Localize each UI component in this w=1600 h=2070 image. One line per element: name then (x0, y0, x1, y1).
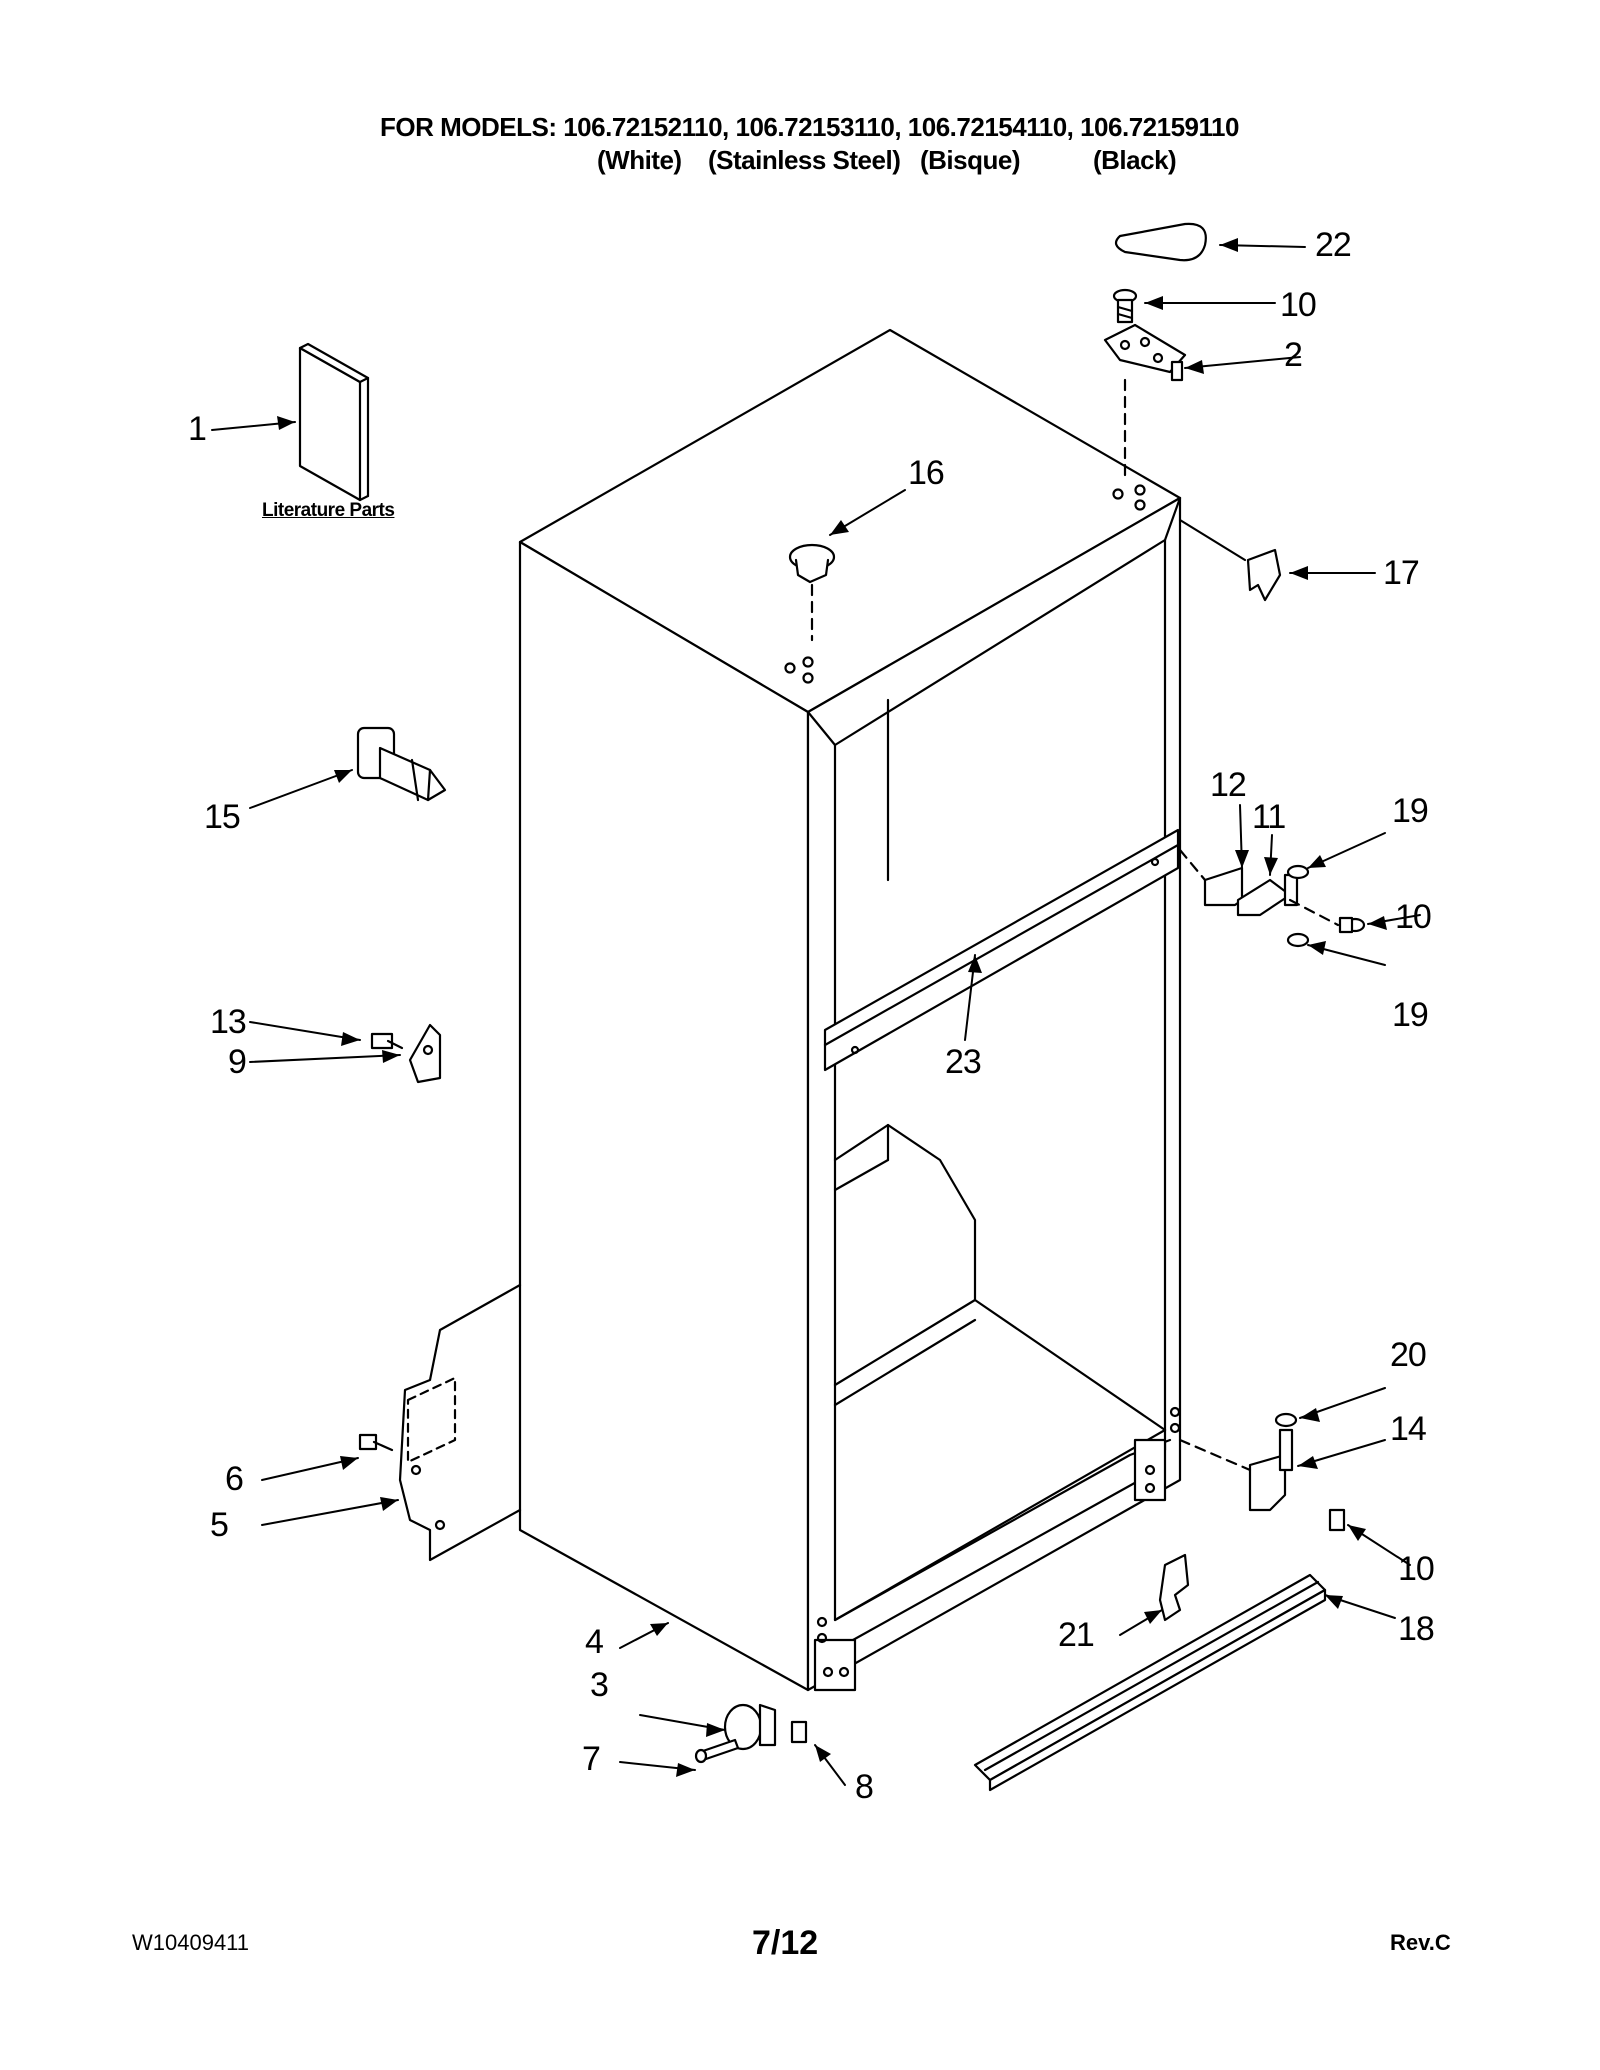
side-panel-part-5 (358, 1283, 522, 1562)
callout-21: 21 (1058, 1616, 1095, 1654)
literature-parts-label: Literature Parts (262, 500, 395, 521)
document-number: W10409411 (132, 1930, 250, 1955)
top-hinge-part-2 (1103, 323, 1187, 482)
part-15-door-stop (356, 726, 447, 802)
callout-16: 16 (908, 454, 945, 492)
callout-12: 12 (1210, 766, 1247, 804)
callout-20: 20 (1390, 1336, 1427, 1374)
callout-7: 7 (582, 1740, 601, 1778)
callout-13: 13 (210, 1003, 247, 1041)
grille-clip-part-21 (1158, 1553, 1190, 1622)
callout-10-bottom: 10 (1398, 1550, 1435, 1588)
revision: Rev.C (1390, 1930, 1451, 1955)
callout-8: 8 (855, 1768, 874, 1806)
callout-18: 18 (1398, 1610, 1435, 1648)
parts-13-9-bracket (370, 1023, 442, 1084)
callout-17: 17 (1383, 554, 1420, 592)
callout-23: 23 (945, 1043, 982, 1081)
callout-9: 9 (228, 1043, 247, 1081)
callout-19-top: 19 (1392, 792, 1429, 830)
callout-22: 22 (1315, 226, 1352, 264)
roller-assembly-parts-3-7-8 (694, 1703, 808, 1764)
callout-10-top: 10 (1280, 286, 1317, 324)
toe-grille-part-18 (973, 1573, 1327, 1792)
callout-6: 6 (225, 1460, 244, 1498)
page-number: 7/12 (752, 1924, 819, 1962)
callout-arrowheads (277, 238, 1387, 1777)
callout-15: 15 (204, 798, 241, 836)
callout-3: 3 (590, 1666, 609, 1704)
callout-5: 5 (210, 1506, 229, 1544)
callout-14: 14 (1390, 1410, 1427, 1448)
color-bisque: (Bisque) (920, 145, 1021, 175)
callout-10-middle: 10 (1395, 898, 1432, 936)
divider-rail-part-23 (823, 828, 1180, 1072)
hinge-cover-part-22 (1114, 222, 1207, 262)
screw-part-10-top (1112, 288, 1138, 324)
callout-2: 2 (1284, 336, 1303, 374)
plug-part-16 (788, 543, 836, 642)
color-stainless: (Stainless Steel) (708, 145, 901, 175)
callout-11: 11 (1252, 798, 1286, 836)
callout-4: 4 (585, 1623, 604, 1661)
callout-19-bottom: 19 (1392, 996, 1429, 1034)
lower-hinge-part-14 (1178, 1412, 1346, 1532)
callout-1: 1 (188, 410, 207, 448)
models-title: FOR MODELS: 106.72152110, 106.72153110, … (380, 112, 1239, 142)
center-hinge-assembly (1178, 848, 1366, 948)
color-white: (White) (597, 145, 682, 175)
cabinet-body (518, 328, 1182, 1692)
color-black: (Black) (1093, 145, 1177, 175)
part-17-clip (1178, 518, 1282, 602)
literature-booklet-part-1 (298, 342, 370, 502)
